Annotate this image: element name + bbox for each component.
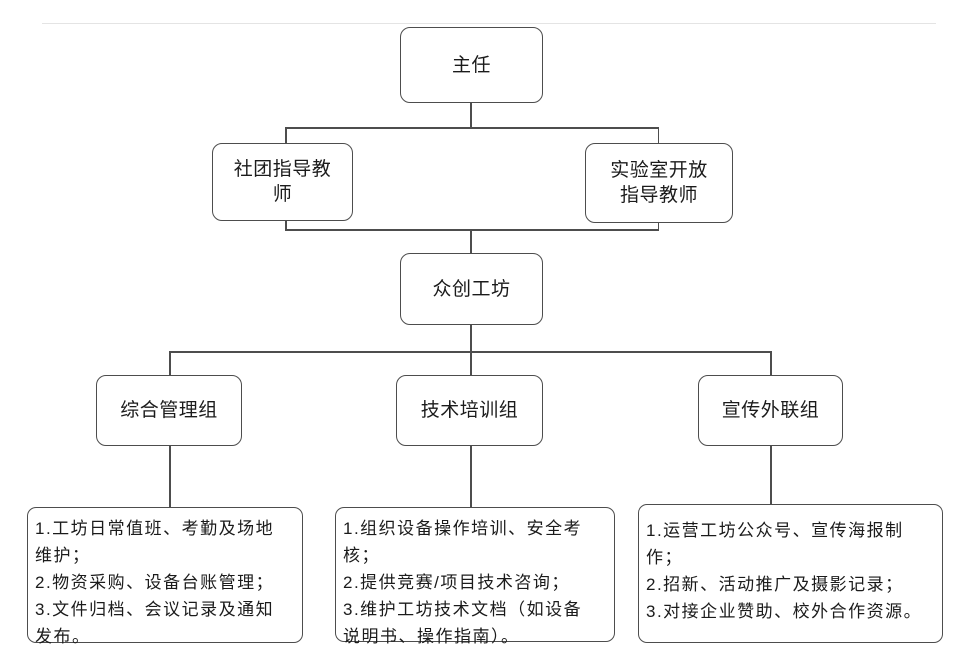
connector-drop-group-1 — [169, 351, 171, 376]
connector-hub-down — [470, 324, 472, 352]
connector-advisors-top — [285, 127, 659, 129]
node-maker-workshop: 众创工坊 — [400, 253, 543, 325]
connector-group-2-duties — [470, 445, 472, 508]
node-publicity-outreach-group-label: 宣传外联组 — [721, 400, 820, 421]
node-maker-workshop-label: 众创工坊 — [432, 278, 511, 300]
node-technical-training-group-label: 技术培训组 — [420, 400, 519, 421]
connector-group-1-duties — [169, 445, 171, 508]
duty-line: 维护； — [35, 546, 91, 565]
node-club-advisor: 社团指导教师 — [212, 143, 353, 221]
connector-drop-group-3 — [770, 351, 772, 376]
duty-line: 核； — [343, 546, 380, 565]
node-director-label: 主任 — [451, 54, 491, 76]
duty-line: 说明书、操作指南）。 — [343, 627, 520, 646]
duties-publicity-outreach: 1.运营工坊公众号、宣传海报制 作； 2.招新、活动推广及摄影记录； 3.对接企… — [638, 504, 943, 643]
duty-line: 作； — [646, 548, 683, 567]
duties-technical-training: 1.组织设备操作培训、安全考 核； 2.提供竞赛/项目技术咨询； 3.维护工坊技… — [335, 507, 615, 646]
duty-line: 2.物资采购、设备台账管理； — [35, 573, 275, 592]
node-lab-advisor-label: 实验室开放指导教师 — [610, 160, 708, 206]
page-divider-line — [42, 23, 936, 24]
connector-advisors-bottom — [285, 229, 659, 231]
duties-general-management: 1.工坊日常值班、考勤及场地 维护； 2.物资采购、设备台账管理； 3.文件归档… — [27, 507, 303, 646]
connector-drop-group-2 — [470, 351, 472, 376]
duty-line: 2.招新、活动推广及摄影记录； — [646, 575, 904, 594]
duty-line: 1.运营工坊公众号、宣传海报制 — [646, 521, 904, 540]
connector-director-down — [470, 102, 472, 128]
duty-line: 1.工坊日常值班、考勤及场地 — [35, 519, 275, 538]
duty-line: 发布。 — [35, 627, 91, 646]
node-technical-training-group: 技术培训组 — [396, 375, 543, 446]
connector-to-hub — [470, 229, 472, 254]
node-director: 主任 — [400, 27, 543, 103]
duty-line: 3.维护工坊技术文档（如设备 — [343, 600, 583, 619]
node-club-advisor-label: 社团指导教师 — [233, 159, 332, 205]
duty-line: 2.提供竞赛/项目技术咨询； — [343, 573, 570, 592]
node-general-management-group: 综合管理组 — [96, 375, 242, 446]
duty-line: 3.对接企业赞助、校外合作资源。 — [646, 602, 923, 621]
connector-group-3-duties — [770, 445, 772, 505]
duty-line: 1.组织设备操作培训、安全考 — [343, 519, 583, 538]
node-general-management-group-label: 综合管理组 — [120, 400, 218, 421]
node-publicity-outreach-group: 宣传外联组 — [698, 375, 843, 446]
node-lab-advisor: 实验室开放指导教师 — [585, 143, 733, 223]
duty-line: 3.文件归档、会议记录及通知 — [35, 600, 275, 619]
